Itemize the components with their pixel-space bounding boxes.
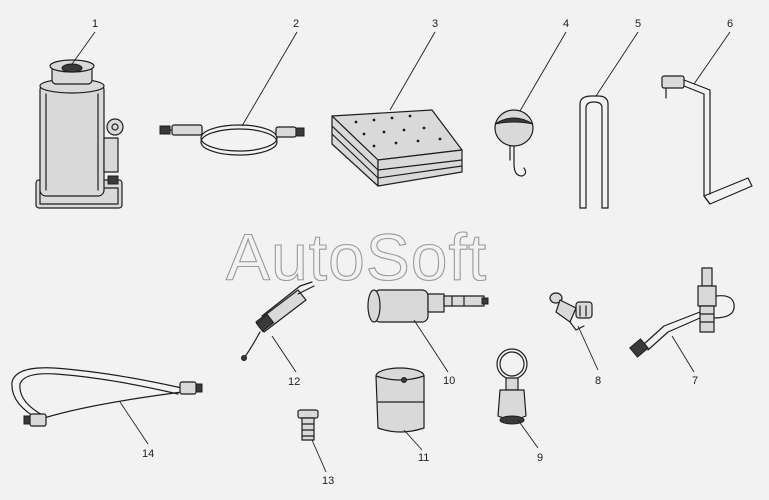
callout-6: 6 xyxy=(727,18,733,30)
part-2-hose xyxy=(159,124,305,156)
callout-11: 11 xyxy=(418,452,429,464)
part-10-cylinder-pin xyxy=(367,289,489,323)
callout-4: 4 xyxy=(563,18,569,30)
leader-4 xyxy=(519,31,567,112)
leader-7 xyxy=(671,335,695,373)
leader-11 xyxy=(403,429,423,451)
plate-holes xyxy=(354,114,442,148)
part-12-grease-nozzle xyxy=(241,281,315,361)
part-7-valve-tube xyxy=(629,267,735,358)
leader-1 xyxy=(71,31,96,65)
leader-2 xyxy=(241,31,298,127)
leader-13 xyxy=(311,439,327,473)
part-14-long-hose xyxy=(11,367,203,427)
callout-2: 2 xyxy=(293,18,299,30)
part-4-bulb-hook xyxy=(494,109,534,177)
callout-13: 13 xyxy=(322,475,334,487)
leader-8 xyxy=(577,325,599,371)
part-11-bushing xyxy=(375,367,425,433)
part-5-u-bracket xyxy=(579,95,609,209)
leader-10 xyxy=(413,319,449,373)
callout-5: 5 xyxy=(635,18,641,30)
part-3-plate-stack xyxy=(331,109,463,187)
leader-3 xyxy=(389,31,436,111)
leader-14 xyxy=(119,401,149,445)
leader-6 xyxy=(693,31,731,85)
callout-7: 7 xyxy=(692,375,698,387)
part-1-bottle-jack xyxy=(35,59,124,209)
watermark: AutoSoft xyxy=(226,220,487,294)
part-9-plug-ring xyxy=(496,348,528,425)
callout-10: 10 xyxy=(443,375,455,387)
callout-9: 9 xyxy=(537,452,543,464)
leader-5 xyxy=(595,31,639,97)
callout-1: 1 xyxy=(92,18,98,30)
callout-8: 8 xyxy=(595,375,601,387)
part-13-bolt xyxy=(297,409,319,441)
callout-14: 14 xyxy=(142,448,154,460)
callout-3: 3 xyxy=(432,18,438,30)
callout-12: 12 xyxy=(288,376,300,388)
part-8-angled-fitting xyxy=(549,292,593,331)
leader-9 xyxy=(517,419,539,449)
part-6-crank-wrench xyxy=(661,75,753,205)
leader-12 xyxy=(271,335,297,373)
